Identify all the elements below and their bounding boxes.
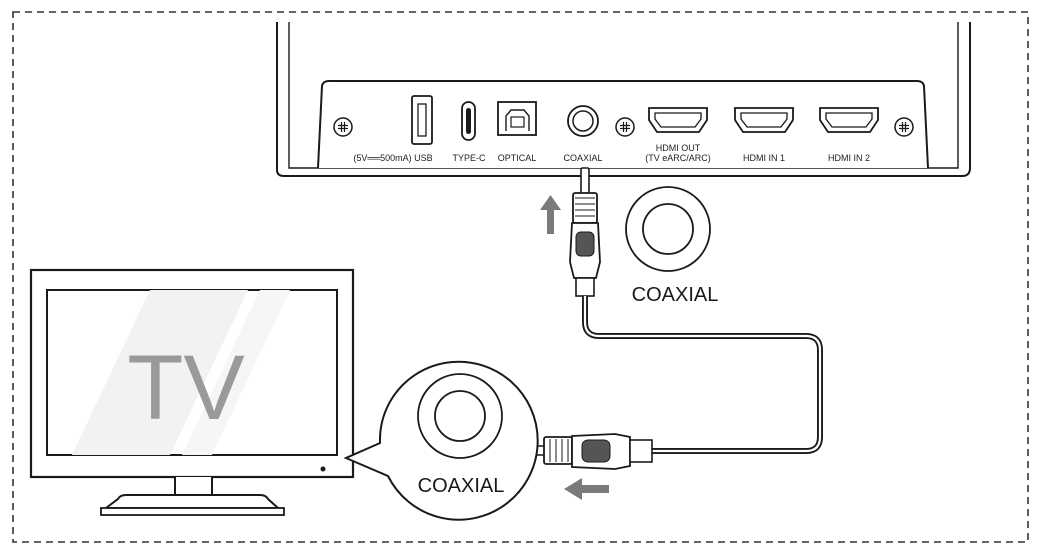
screw-icon xyxy=(333,117,353,137)
port-label-hdmi-out: HDMI OUT xyxy=(656,143,701,153)
dashed-frame xyxy=(12,11,1029,543)
coaxial-cable xyxy=(582,296,823,454)
hdmi-out-port-icon xyxy=(648,107,708,133)
coaxial-port-icon xyxy=(567,105,599,137)
soundbar: (5V══500mA) USB TYPE-C OPTICAL COAXIAL H… xyxy=(276,22,971,177)
hdmi-in-2-port-icon xyxy=(819,107,879,133)
screw-icon xyxy=(615,117,635,137)
port-label-coaxial: COAXIAL xyxy=(563,153,602,163)
tv: TV xyxy=(29,268,355,516)
port-label-hdmi-in-2: HDMI IN 2 xyxy=(828,153,870,163)
type-c-port-icon xyxy=(461,101,476,141)
tv-power-led xyxy=(320,466,326,472)
port-label-optical: OPTICAL xyxy=(498,153,537,163)
screw-icon xyxy=(894,117,914,137)
tv-coaxial-callout: COAXIAL xyxy=(343,360,539,521)
rca-plug-soundbar xyxy=(569,167,601,297)
port-label-hdmi-out-sub: (TV eARC/ARC) xyxy=(645,153,711,163)
port-label-usb: (5V══500mA) USB xyxy=(353,153,432,163)
soundbar-coaxial-label: COAXIAL xyxy=(632,284,719,306)
arrow-left-icon xyxy=(564,478,609,500)
port-label-hdmi-in-1: HDMI IN 1 xyxy=(743,153,785,163)
hdmi-in-1-port-icon xyxy=(734,107,794,133)
port-label-type-c: TYPE-C xyxy=(452,153,486,163)
tv-label: TV xyxy=(127,337,245,439)
usb-port-icon xyxy=(411,95,433,145)
soundbar-coaxial-callout: COAXIAL xyxy=(625,186,719,306)
arrow-up-icon xyxy=(540,195,561,234)
tv-coaxial-label: COAXIAL xyxy=(418,475,505,497)
optical-port-icon xyxy=(497,101,537,136)
tv-stand xyxy=(103,494,281,509)
rca-plug-tv xyxy=(518,433,653,470)
